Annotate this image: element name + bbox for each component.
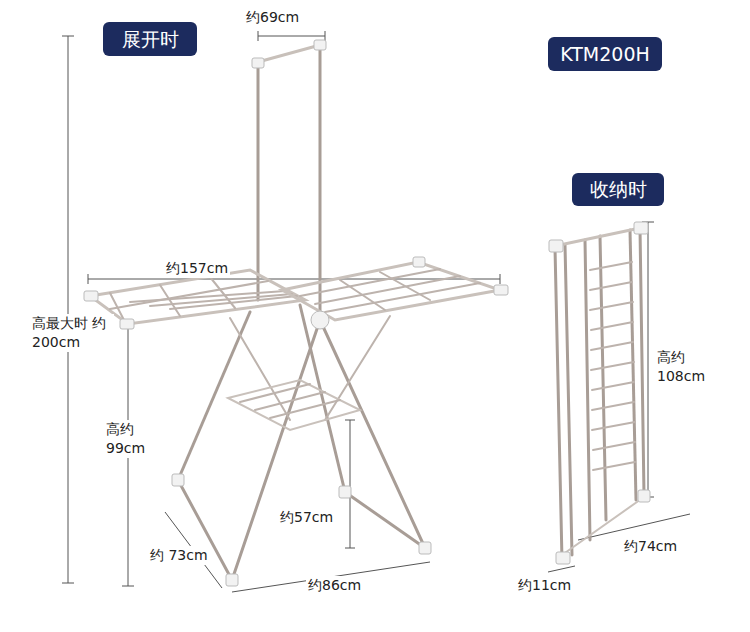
dimension-label: 约157cm bbox=[164, 259, 230, 278]
title-badge: 展开时 bbox=[103, 22, 197, 56]
folded-rack bbox=[555, 228, 644, 560]
title-badge: KTM200H bbox=[548, 37, 662, 71]
badge-text: 展开时 bbox=[122, 28, 179, 51]
dimension-label: 约57cm bbox=[278, 508, 335, 527]
dimension-label: 高最大时 约200cm bbox=[30, 314, 114, 352]
unfolded-rack bbox=[90, 45, 500, 580]
badge-text: 收纳时 bbox=[590, 178, 647, 201]
title-badge: 收纳时 bbox=[572, 173, 664, 206]
folded-joints bbox=[549, 222, 650, 564]
dimension-label: 约86cm bbox=[306, 576, 363, 595]
dimension-label: 约11cm bbox=[516, 576, 573, 595]
dimension-label: 约69cm bbox=[244, 8, 301, 27]
dimension-label: 约 73cm bbox=[148, 546, 210, 565]
rack-joints bbox=[84, 40, 508, 586]
dimension-label: 约74cm bbox=[622, 537, 679, 556]
dimension-label: 高约 108cm bbox=[655, 348, 719, 386]
dimension-label: 高约 99cm bbox=[104, 420, 158, 458]
badge-text: KTM200H bbox=[560, 43, 650, 66]
dimension-lines bbox=[62, 31, 690, 592]
